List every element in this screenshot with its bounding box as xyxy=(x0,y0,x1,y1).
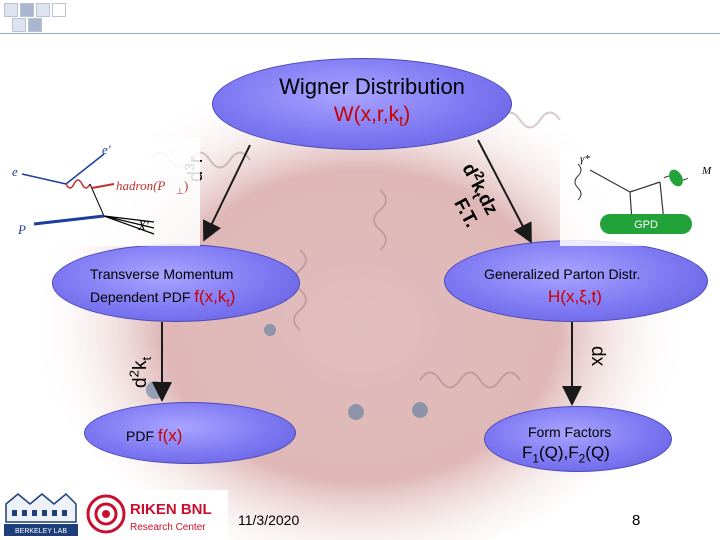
gpd-line1: Generalized Parton Distr. xyxy=(484,266,641,282)
diagram-e: e xyxy=(12,164,18,179)
arrow-wigner-to-gpd xyxy=(477,139,532,244)
slide-page-number: 8 xyxy=(632,512,641,529)
wigner-title: Wigner Distribution xyxy=(279,74,465,99)
gpd-formula: H(x,ξ,t) xyxy=(548,287,602,306)
arrow-label-d2kt: d2kt xyxy=(126,356,154,388)
arrow-label-dx: dx xyxy=(587,346,608,367)
riken-line1: RIKEN BNL xyxy=(130,501,212,518)
tmd-line1: Transverse Momentum xyxy=(90,266,234,282)
form-factors-label: Form Factors xyxy=(528,424,612,440)
diagram-gamma: γ* xyxy=(580,153,590,165)
berkeley-lab-logo: BERKELEY LAB xyxy=(2,486,80,538)
arrow-wigner-to-tmd xyxy=(202,144,251,242)
sidis-diagram: e e′ hadron(P ⊥ ) P X′ xyxy=(4,138,200,246)
decor-square xyxy=(4,3,18,17)
dvcs-diagram: γ* M GPD xyxy=(560,150,720,246)
decor-square xyxy=(12,18,26,32)
wigner-ellipse xyxy=(212,58,512,150)
decor-square xyxy=(28,18,42,32)
pdf-label: PDF f(x) xyxy=(126,426,183,445)
wigner-formula: W(x,r,kt) xyxy=(333,103,411,131)
slide-date: 11/3/2020 xyxy=(238,512,300,528)
diagram-hadron: hadron(P xyxy=(116,178,165,193)
tmd-ellipse xyxy=(52,244,300,322)
diagram-e-prime: e′ xyxy=(102,142,111,157)
form-factors-ellipse xyxy=(484,406,672,472)
decor-square xyxy=(20,3,34,17)
berkeley-lab-text: BERKELEY LAB xyxy=(15,528,67,535)
gpd-ellipse xyxy=(444,240,708,322)
gpd-blob-label: GPD xyxy=(634,219,658,231)
diagram-M: M xyxy=(701,165,712,177)
riken-bnl-logo: RIKEN BNL Research Center xyxy=(84,490,228,538)
form-factors-formula: F1(Q),F2(Q) xyxy=(522,443,610,466)
diagram-hadron-sub: ⊥ xyxy=(176,186,184,196)
tmd-line2: Dependent PDF f(x,kt) xyxy=(90,287,236,310)
pdf-ellipse xyxy=(84,402,296,464)
decor-square xyxy=(52,3,66,17)
decor-square xyxy=(36,3,50,17)
riken-line2: Research Center xyxy=(130,522,206,533)
diagram-P: P xyxy=(17,222,26,237)
header-rule xyxy=(0,33,720,34)
diagram-hadron-end: ) xyxy=(184,178,188,193)
diagram-X: X′ xyxy=(137,218,149,233)
